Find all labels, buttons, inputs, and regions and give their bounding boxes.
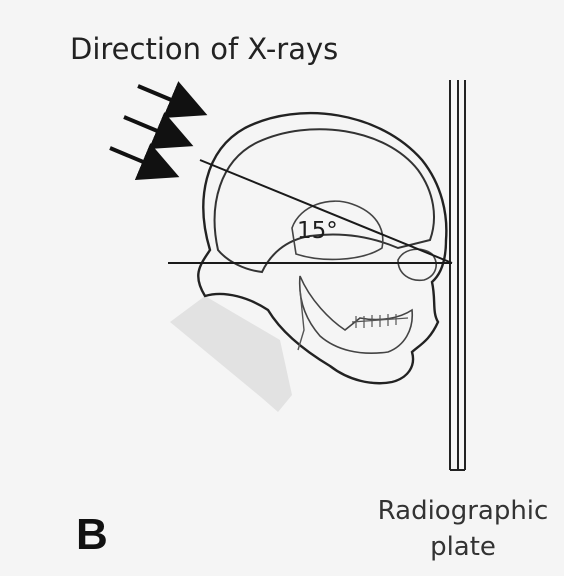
radiographic-plate: [450, 80, 465, 470]
xray-direction-label: Direction of X-rays: [70, 32, 338, 66]
plate-label-line2: plate: [368, 529, 558, 565]
panel-letter: B: [76, 510, 108, 560]
xray-arrows: [110, 86, 200, 174]
mandible: [300, 276, 413, 353]
skull-outline: [215, 129, 434, 272]
arrow-right-down-icon: [110, 148, 172, 174]
neck-shaded-region: [170, 296, 292, 412]
cervical-spine: [298, 290, 304, 350]
arrow-right-down-icon: [124, 117, 186, 143]
angled-beam-line: [200, 160, 452, 263]
plate-label-line1: Radiographic: [368, 493, 558, 529]
angle-label: 15°: [297, 218, 338, 244]
arrow-right-down-icon: [138, 86, 200, 112]
radiographic-plate-label: Radiographic plate: [368, 493, 558, 565]
